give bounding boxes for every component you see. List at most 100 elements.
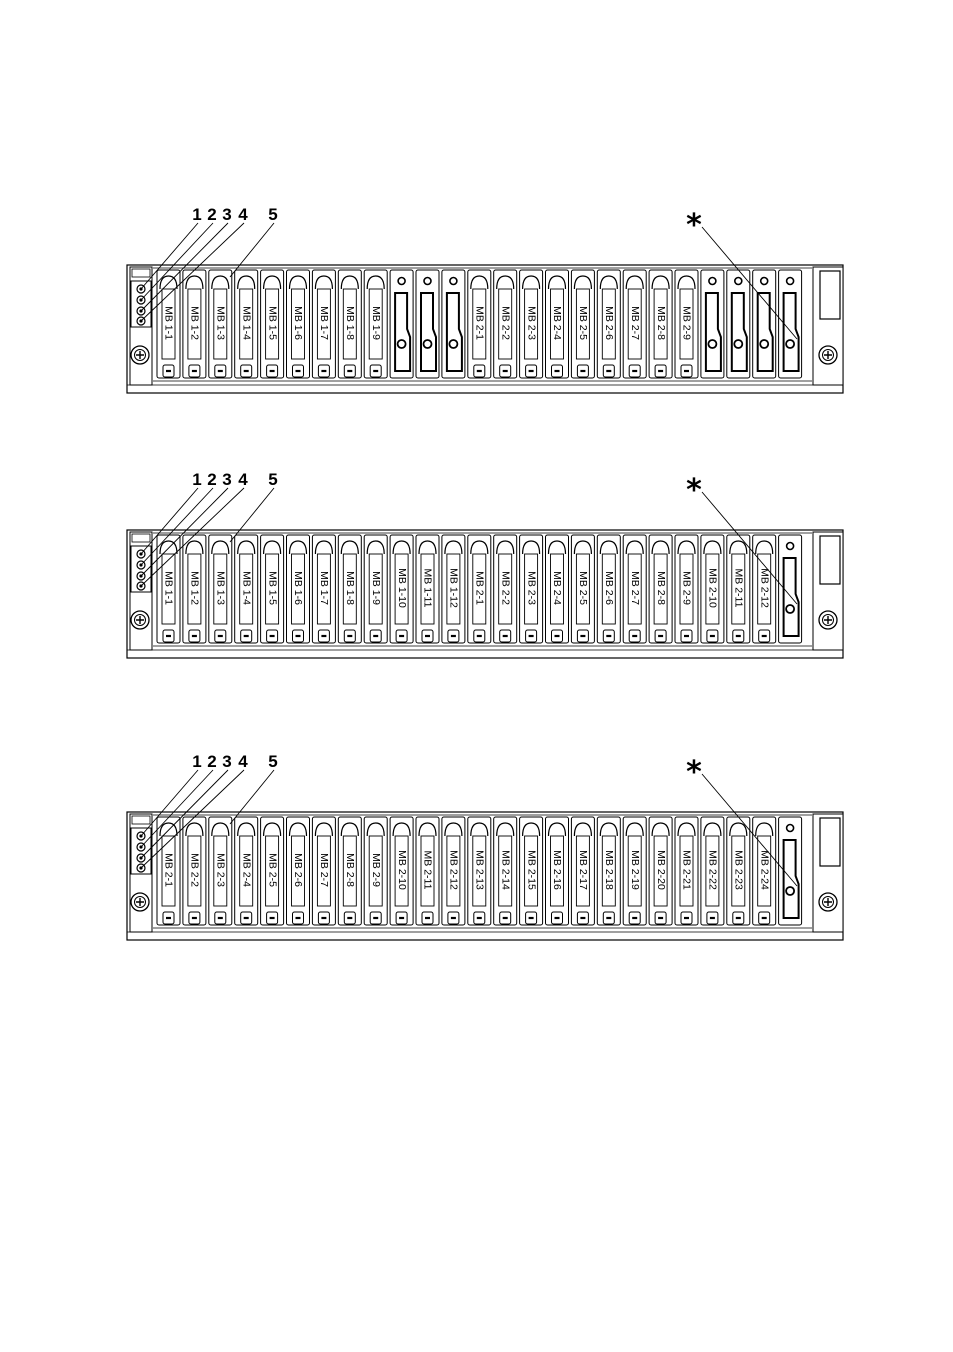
drive-bay: MB 2-4 <box>545 534 569 644</box>
logo-badge <box>131 815 151 825</box>
drive-bay-label: MB 2-10 <box>707 568 719 608</box>
drive-bay: MB 2-6 <box>286 816 310 926</box>
drive-bay-label: MB 1-3 <box>215 571 227 605</box>
drive-bay: MB 2-10 <box>389 816 414 926</box>
drive-carrier <box>601 553 616 625</box>
screw-icon <box>824 898 832 906</box>
drive-handle-icon <box>470 540 489 555</box>
callout-leader-line <box>140 769 229 859</box>
blank-filler-outline <box>730 292 748 372</box>
blank-emblem-icon <box>708 276 717 286</box>
drive-bay: MB 2-19 <box>622 816 647 926</box>
drive-handle-icon <box>677 822 696 837</box>
drive-handle-icon <box>418 540 437 555</box>
callout-number: 5 <box>268 752 277 771</box>
drive-bay-label: MB 1-9 <box>370 571 382 605</box>
drive-carrier <box>265 553 280 625</box>
drive-bay: MB 2-5 <box>570 269 595 379</box>
drive-bay-label: MB 2-11 <box>733 569 745 608</box>
drive-carrier <box>161 553 176 625</box>
drive-bay-label: MB 2-1 <box>163 853 175 887</box>
drive-bay: MB 2-4 <box>545 269 569 379</box>
callout-number: 1 <box>192 470 201 489</box>
asterisk-leader-line <box>701 773 798 887</box>
drive-handle-icon <box>522 822 541 837</box>
drive-carrier <box>627 835 642 907</box>
drive-carrier <box>394 553 409 625</box>
callout-number: 3 <box>222 752 231 771</box>
blank-latch-icon <box>733 339 744 349</box>
screw-icon <box>824 351 832 359</box>
drive-bay-label: MB 1-5 <box>266 571 278 605</box>
drive-handle-icon <box>729 822 748 837</box>
drive-carrier <box>627 288 642 360</box>
drive-bay: MB 1-1 <box>156 534 181 644</box>
drive-handle-icon <box>237 822 256 837</box>
drive-bay: MB 2-3 <box>519 534 544 644</box>
drive-bay-label: MB 2-9 <box>370 853 382 887</box>
drive-bay-label: MB 2-5 <box>266 853 278 887</box>
drive-bay: MB 2-7 <box>622 534 647 644</box>
vga-port-cover <box>819 535 841 585</box>
drive-handle-icon <box>625 540 644 555</box>
callout-number: 3 <box>222 470 231 489</box>
drive-bay-label: MB 2-3 <box>525 571 537 605</box>
drive-bay-label: MB 2-4 <box>551 571 563 605</box>
drive-handle-icon <box>573 540 592 555</box>
drive-carrier <box>420 835 435 907</box>
callout-number: 2 <box>207 470 216 489</box>
drive-handle-icon <box>159 275 178 290</box>
drive-carrier <box>627 553 642 625</box>
callout-number: 4 <box>238 205 248 224</box>
drive-bay-label: MB 1-4 <box>240 571 252 605</box>
drive-bay-label: MB 2-12 <box>758 568 770 608</box>
drive-bay-label: MB 2-2 <box>499 571 511 605</box>
drive-bay: MB 1-3 <box>208 269 233 379</box>
blank-emblem-icon <box>449 276 458 286</box>
drive-carrier <box>342 288 357 360</box>
callout-leader-line <box>140 769 214 848</box>
drive-bay: MB 2-18 <box>596 816 621 926</box>
drive-carrier <box>187 553 202 625</box>
blank-emblem-icon <box>759 276 769 286</box>
drive-carrier <box>316 835 331 907</box>
drive-bay: MB 2-17 <box>570 816 595 926</box>
drive-bay-label: MB 2-5 <box>577 306 589 340</box>
drive-bay: MB 2-2 <box>182 816 207 926</box>
drive-bay-label: MB 2-12 <box>448 850 460 890</box>
drive-handle-icon <box>211 822 230 837</box>
drive-carrier <box>498 835 513 907</box>
drive-bay: MB 2-9 <box>363 816 388 926</box>
drive-carrier <box>757 553 772 625</box>
callout-leader-line <box>140 222 214 301</box>
blank-filler-outline <box>704 292 722 372</box>
drive-carrier <box>498 288 513 360</box>
blank-emblem-icon <box>785 541 795 551</box>
drive-handle-icon <box>211 540 230 555</box>
drive-bay-label: MB 1-1 <box>163 306 175 340</box>
drive-bay: MB 1-1 <box>156 269 181 379</box>
drive-handle-icon <box>651 540 670 555</box>
drive-bay-label: MB 2-3 <box>525 306 537 340</box>
drive-bay: MB 1-8 <box>337 534 362 644</box>
drive-carrier <box>213 288 228 360</box>
drive-carrier <box>679 288 694 360</box>
blank-latch-icon <box>785 339 795 349</box>
blank-emblem-icon <box>785 823 795 833</box>
callout-number: 4 <box>238 470 248 489</box>
drive-bay: MB 1-9 <box>363 534 388 644</box>
drive-bay: MB 2-8 <box>648 534 673 644</box>
drive-bay: MB 1-12 <box>441 534 466 644</box>
callout-number: 5 <box>268 470 277 489</box>
drive-bay: MB 2-7 <box>622 269 647 379</box>
drive-blank <box>700 269 725 379</box>
drive-handle-icon <box>651 275 670 290</box>
drive-blank <box>778 269 803 379</box>
drive-carrier <box>161 835 176 907</box>
drive-bay: MB 2-2 <box>493 534 518 644</box>
drive-carrier <box>550 553 564 625</box>
callout-leader-line <box>140 222 199 290</box>
drive-bay-label: MB 2-2 <box>499 306 511 340</box>
